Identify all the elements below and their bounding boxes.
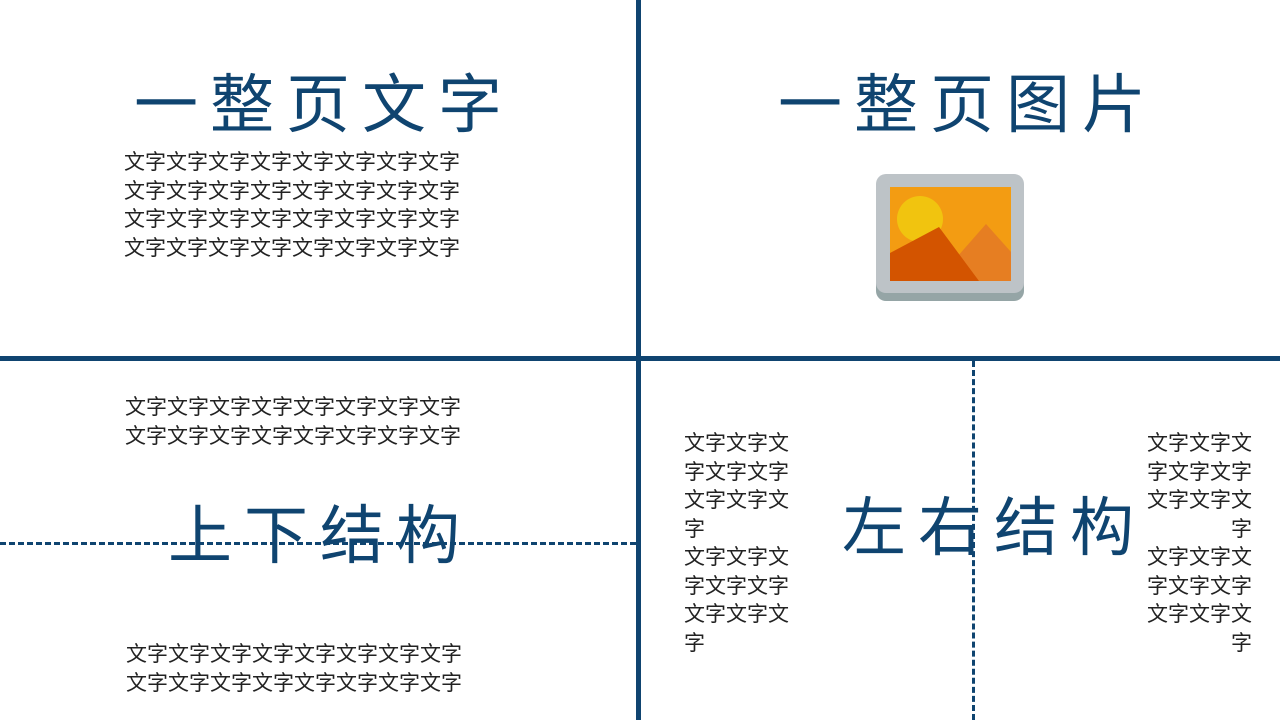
text-line: 文字文字文 bbox=[684, 545, 789, 569]
text-line: 文字文字文字文字文字文字文字文字 bbox=[124, 178, 460, 203]
text-line: 文字文字文 bbox=[1147, 545, 1252, 569]
text-line: 文字文字文 bbox=[1147, 431, 1252, 455]
text-line: 字文字文字 bbox=[684, 459, 789, 484]
q1-text: 文字文字文字文字文字文字文字文字 文字文字文字文字文字文字文字文字 文字文字文字… bbox=[124, 148, 460, 262]
text-line: 文字文字文字文字文字文字文字文字 bbox=[125, 423, 461, 448]
dashed-vertical-line bbox=[972, 361, 975, 720]
image-placeholder-icon bbox=[876, 174, 1024, 301]
q3-title: 上下结构 bbox=[168, 500, 472, 574]
text-line: 文字文字文字文字文字文字文字文字 bbox=[126, 670, 462, 695]
text-line: 文字文字文 bbox=[1147, 488, 1252, 512]
q3-bottom-text: 文字文字文字文字文字文字文字文字 文字文字文字文字文字文字文字文字 bbox=[126, 640, 462, 697]
text-line: 文字文字文字文字文字文字文字文字 bbox=[126, 642, 462, 666]
q2-title: 一整页图片 bbox=[778, 69, 1158, 143]
text-line: 文字文字文 bbox=[684, 431, 789, 455]
text-line: 字文字文字 bbox=[1147, 459, 1252, 484]
text-line: 文字文字文字文字文字文字文字文字 bbox=[124, 207, 460, 231]
text-line: 字 bbox=[684, 630, 705, 655]
text-line: 字 bbox=[684, 516, 705, 541]
text-line: 文字文字文 bbox=[1147, 602, 1252, 626]
q3-top-text: 文字文字文字文字文字文字文字文字 文字文字文字文字文字文字文字文字 bbox=[125, 393, 461, 450]
q1-title: 一整页文字 bbox=[134, 69, 514, 143]
q4-title: 左右结构 bbox=[842, 492, 1146, 566]
text-line: 文字文字文 bbox=[684, 488, 789, 512]
text-line: 文字文字文字文字文字文字文字文字 bbox=[124, 235, 460, 260]
horizontal-divider bbox=[0, 356, 1280, 361]
text-line: 字 bbox=[1231, 516, 1252, 541]
q4-left-text: 文字文字文 字文字文字 文字文字文 字 文字文字文 字文字文字 文字文字文 字 bbox=[684, 429, 789, 657]
text-line: 字文字文字 bbox=[1147, 573, 1252, 598]
q4-right-text: 文字文字文 字文字文字 文字文字文 字 文字文字文 字文字文字 文字文字文 字 bbox=[1100, 429, 1252, 657]
text-line: 文字文字文字文字文字文字文字文字 bbox=[125, 395, 461, 419]
text-line: 字 bbox=[1231, 630, 1252, 655]
text-line: 文字文字文 bbox=[684, 602, 789, 626]
dashed-horizontal-line bbox=[0, 542, 636, 545]
text-line: 字文字文字 bbox=[684, 573, 789, 598]
text-line: 文字文字文字文字文字文字文字文字 bbox=[124, 150, 460, 174]
